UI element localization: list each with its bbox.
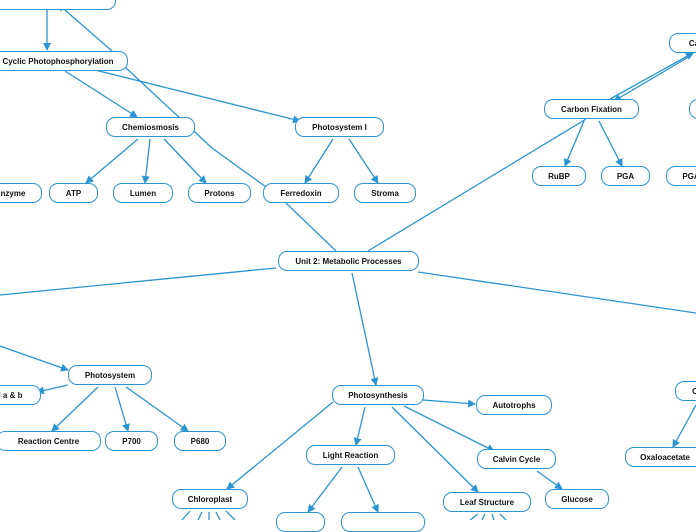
edge-cyclic-down [124, 66, 213, 149]
node-stroma[interactable]: Stroma [354, 183, 416, 203]
edge-photosynthesis-chloroplast [226, 401, 334, 490]
node-calvin-cycle[interactable]: Calvin Cycle [477, 449, 556, 469]
node-photosystem[interactable]: Photosystem [68, 365, 152, 385]
node-leaf-structure[interactable]: Leaf Structure [443, 492, 531, 512]
node-reaction-centre[interactable]: Reaction Centre [0, 431, 101, 451]
edge-carbon-pga [598, 120, 623, 167]
edge-root-right [417, 271, 696, 314]
edge-photosystem-p700 [114, 386, 130, 432]
node-p700[interactable]: P700 [105, 431, 158, 451]
edge-chemi-protons [163, 138, 207, 184]
node-rubp[interactable]: RuBP [532, 166, 586, 186]
edge-ca-carbon [613, 54, 693, 102]
node-atp[interactable]: ATP [49, 183, 98, 203]
edge-ferredoxin-root [285, 202, 337, 252]
edge-photosynthesis-light [353, 406, 366, 446]
edge-leaf-sub1 [469, 513, 479, 520]
edge-light-child1 [307, 466, 343, 513]
node-oxaloacetate[interactable]: Oxaloacetate [625, 447, 696, 467]
node-light-reaction-child-2[interactable] [341, 512, 425, 532]
edge-cyclic-photosystem-i [94, 69, 301, 124]
node-unit-2-metabolic-processes[interactable]: Unit 2: Metabolic Processes [278, 251, 419, 271]
node-chemiosmosis[interactable]: Chemiosmosis [106, 117, 195, 137]
node-lumen[interactable]: Lumen [113, 183, 173, 203]
node-enzyme[interactable]: nzyme [0, 183, 42, 203]
node-photosystem-i[interactable]: Photosystem I [295, 117, 384, 137]
node-photosynthesis[interactable]: Photosynthesis [332, 385, 424, 405]
edge-photosynthesis-leaf [391, 406, 479, 493]
connector-lines [0, 3, 696, 520]
edge-light-child2 [357, 466, 379, 513]
edge-right-oxaloacetate [672, 404, 696, 448]
edge-psi-ferredoxin [304, 138, 334, 184]
node-p680[interactable]: P680 [174, 431, 226, 451]
edge-chemi-lumen [141, 138, 151, 184]
edge-chloro-sub1 [197, 511, 203, 520]
edge-chloro-sub3 [215, 511, 221, 520]
edge-root-left [0, 267, 277, 296]
edge-photosystem-reaction [51, 386, 99, 432]
node-autotrophs[interactable]: Autotrophs [476, 395, 552, 415]
edge-photosynthesis-calvin [403, 405, 495, 452]
edge-leaf-sub4 [499, 513, 507, 520]
edge-root-photosynthesis [351, 272, 379, 386]
edge-cyclic-chemiosmosis [64, 70, 138, 118]
node-light-reaction-child-1[interactable] [276, 512, 325, 532]
edge-to-ferredoxin [211, 147, 267, 188]
edge-chemi-atp [85, 138, 139, 184]
edge-carbon-ca [609, 52, 694, 100]
node-chlorophyll-a-b[interactable]: l a & b [0, 385, 41, 405]
node-chloroplast[interactable]: Chloroplast [172, 489, 248, 509]
edge-cyclic-to-top [57, 3, 113, 52]
edge-photosystem-chlorophyll [36, 384, 69, 395]
edge-leaf-sub2 [481, 513, 486, 520]
edge-carbon-rubp [564, 120, 585, 167]
edge-photosystem-p680 [125, 386, 189, 432]
edge-root-carbon [367, 118, 587, 252]
node-c-right[interactable]: C [675, 381, 696, 401]
node-light-reaction[interactable]: Light Reaction [306, 445, 395, 465]
node-pga[interactable]: PGA [601, 166, 650, 186]
edge-leaf-sub3 [491, 513, 495, 520]
node-pga-2[interactable]: PGA [666, 166, 696, 186]
node-ca[interactable]: Ca [669, 33, 696, 53]
edge-photosynthesis-autotrophs [422, 399, 476, 408]
node-cyclic-photophosphorylation[interactable]: Cyclic Photophosphorylation [0, 51, 128, 71]
node-ferredoxin[interactable]: Ferredoxin [263, 183, 339, 203]
edge-chloro-sub4 [181, 510, 191, 520]
node-protons[interactable]: Protons [188, 183, 251, 203]
node-top-partial[interactable] [0, 0, 116, 10]
node-glucose[interactable]: Glucose [545, 489, 609, 509]
edge-chloro-sub5 [225, 510, 236, 520]
edge-left-photosystem [0, 345, 69, 372]
node-carbon-fixation[interactable]: Carbon Fixation [544, 99, 639, 119]
edge-calvin-glucose [536, 470, 563, 490]
edge-psi-stroma [348, 138, 379, 184]
